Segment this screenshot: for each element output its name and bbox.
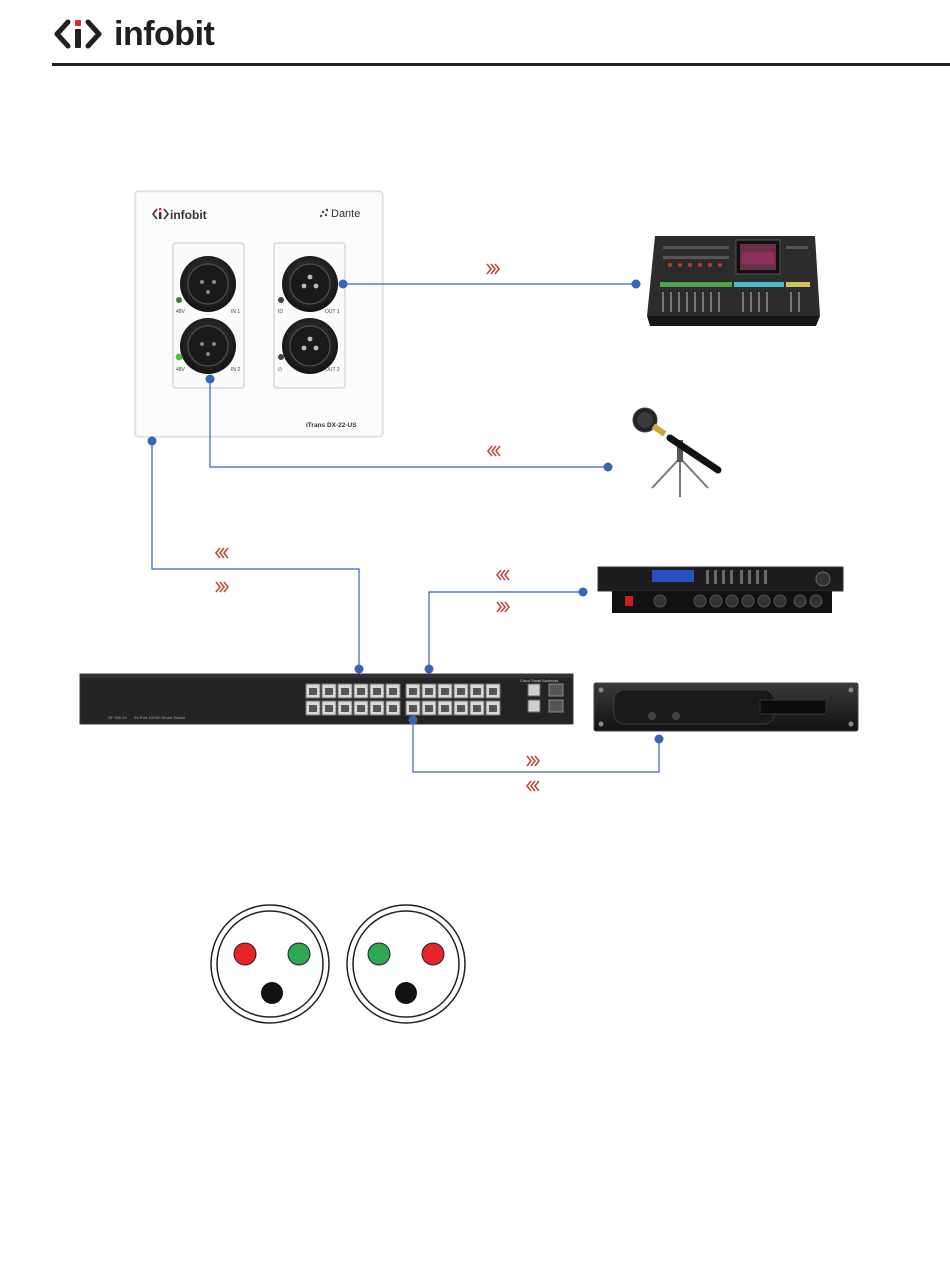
switch-desc: 24-Port 10/100 Smart Switch — [134, 715, 185, 720]
xlr-input-1-icon — [180, 256, 236, 312]
arrow-left-icon — [527, 781, 539, 791]
label-in1-led: 48V — [176, 309, 186, 315]
switch-port-slot — [373, 688, 381, 695]
label-out2-led: ⏻ — [278, 367, 282, 373]
dot-processor — [579, 588, 588, 597]
led-48v-in2-icon — [176, 354, 183, 361]
switch-port-slot — [473, 688, 481, 695]
switch-port-slot — [409, 705, 417, 712]
arrow-right-icon — [487, 264, 499, 274]
arrow-left-icon — [216, 548, 228, 558]
switch-brand: Cisco Small Business — [520, 678, 558, 683]
led-power-icon — [278, 354, 284, 360]
dot-console — [632, 280, 641, 289]
arrow-right-icon — [527, 756, 539, 766]
xlr-pinout-left-icon — [211, 905, 329, 1023]
wall-plate-model: iTrans DX-22-US — [306, 422, 357, 429]
line-wallplate-to-switch — [152, 441, 359, 669]
switch-port-slot — [441, 705, 449, 712]
mixing-console-image — [647, 236, 820, 326]
dot-switch-port-c — [409, 716, 418, 725]
switch-port-slot — [473, 705, 481, 712]
arrow-right-icon — [497, 602, 509, 612]
dot-switch-port-a — [355, 665, 364, 674]
wall-plate-dante: Dante — [331, 208, 360, 220]
switch-port-slot — [489, 705, 497, 712]
wall-plate-brand: infobit — [170, 208, 207, 222]
switch-port-slot — [341, 705, 349, 712]
switch-port-slot — [457, 705, 465, 712]
arrow-left-icon — [488, 446, 500, 456]
label-in2-led: 48V — [176, 367, 186, 373]
arrow-left-icon — [497, 570, 509, 580]
xlr-output-1-icon — [282, 256, 338, 312]
dot-mic — [604, 463, 613, 472]
switch-port-slot — [457, 688, 465, 695]
xlr-output-2-icon — [282, 318, 338, 374]
switch-port-slot — [373, 705, 381, 712]
switch-port-slot — [341, 688, 349, 695]
switch-port-slot — [425, 705, 433, 712]
wall-plate-dx22: infobit Dante iTrans DX-22-US — [135, 191, 383, 437]
switch-port-slot — [489, 688, 497, 695]
switch-port-slot — [389, 688, 397, 695]
switch-port-slot — [409, 688, 417, 695]
amplifier-image — [594, 683, 858, 731]
switch-port-slot — [325, 705, 333, 712]
label-out2: OUT 2 — [325, 367, 340, 373]
label-out1-led: ID — [278, 309, 283, 315]
switch-port-slot — [357, 688, 365, 695]
label-out1: OUT 1 — [325, 309, 340, 315]
led-id-icon — [278, 297, 284, 303]
label-in2: IN 2 — [231, 367, 240, 373]
xlr-pinout-right-icon — [347, 905, 465, 1023]
xlr-input-2-icon — [180, 318, 236, 374]
network-switch-image: SF 350-24 24-Port 10/100 Smart Switch Ci… — [80, 674, 573, 724]
dot-amplifier — [655, 735, 664, 744]
switch-port-slot — [425, 688, 433, 695]
switch-port-slot — [357, 705, 365, 712]
switch-port-slot — [389, 705, 397, 712]
dot-switch-port-b — [425, 665, 434, 674]
switch-port-slot — [325, 688, 333, 695]
audio-processor-image — [598, 567, 843, 613]
dot-out1 — [339, 280, 348, 289]
arrow-right-icon — [216, 582, 228, 592]
microphone-image — [633, 408, 718, 497]
switch-port-slot — [309, 688, 317, 695]
led-48v-in1-icon — [176, 297, 182, 303]
dot-wallplate-net — [148, 437, 157, 446]
switch-port-slot — [441, 688, 449, 695]
switch-port-slot — [309, 705, 317, 712]
dot-in2 — [206, 375, 215, 384]
label-in1: IN 1 — [231, 309, 240, 315]
switch-model: SF 350-24 — [108, 715, 127, 720]
